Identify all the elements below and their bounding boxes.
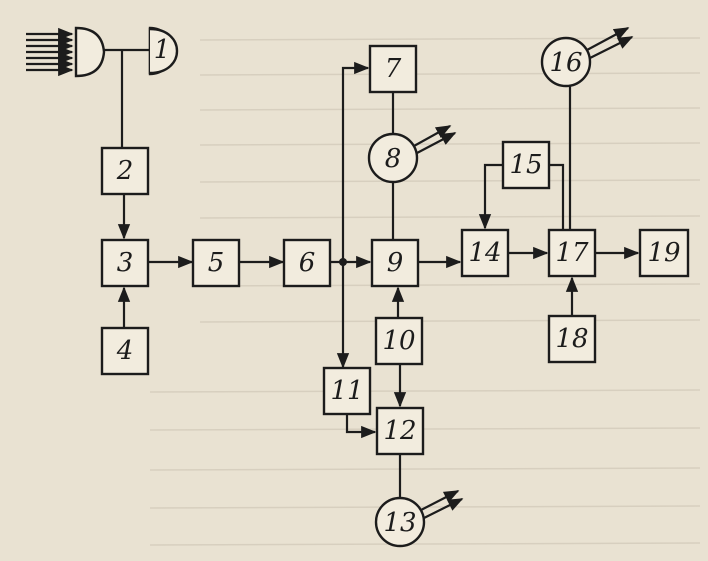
block-9-label: 9 xyxy=(387,248,404,278)
block-9: 9 xyxy=(370,238,420,288)
block-5-label: 5 xyxy=(208,248,225,278)
background-text-lines xyxy=(149,37,701,546)
block-19-label: 19 xyxy=(647,238,680,268)
block-10-label: 10 xyxy=(382,326,415,356)
block-1-label: 1 xyxy=(154,35,171,65)
block-18-label: 18 xyxy=(555,324,588,354)
light-rays-icon xyxy=(26,27,74,77)
block-8-label: 8 xyxy=(385,144,402,174)
block-18: 18 xyxy=(547,314,597,364)
block-13-label: 13 xyxy=(383,508,416,538)
block-3: 3 xyxy=(100,238,150,288)
block-13: 13 xyxy=(374,496,426,548)
block-10: 10 xyxy=(374,316,424,366)
block-2-label: 2 xyxy=(116,156,134,186)
block-12: 12 xyxy=(375,406,425,456)
block-4: 4 xyxy=(100,326,150,376)
block-5: 5 xyxy=(191,238,241,288)
block-15-label: 15 xyxy=(509,150,542,180)
block-7: 7 xyxy=(368,44,418,94)
block-16: 16 xyxy=(540,36,592,88)
block-12-label: 12 xyxy=(383,416,416,446)
block-15: 15 xyxy=(501,140,551,190)
block-17: 17 xyxy=(547,228,597,278)
block-16-label: 16 xyxy=(549,48,582,78)
block-8: 8 xyxy=(367,132,419,184)
block-11: 11 xyxy=(322,366,372,416)
block-11-label: 11 xyxy=(330,376,363,406)
block-6: 6 xyxy=(282,238,332,288)
block-14: 14 xyxy=(460,228,510,278)
block-17-label: 17 xyxy=(555,238,589,268)
block-7-label: 7 xyxy=(385,54,402,84)
output-arrows-icon xyxy=(413,125,457,154)
block-6-label: 6 xyxy=(299,248,316,278)
block-1: 1 xyxy=(148,26,178,76)
lens-icon xyxy=(74,26,106,78)
output-arrows-icon xyxy=(586,27,634,59)
block-3-label: 3 xyxy=(117,248,134,278)
output-arrows-icon xyxy=(420,490,464,519)
block-4-label: 4 xyxy=(116,336,134,366)
block-14-label: 14 xyxy=(468,238,501,268)
block-2: 2 xyxy=(100,146,150,196)
block-19: 19 xyxy=(638,228,690,278)
